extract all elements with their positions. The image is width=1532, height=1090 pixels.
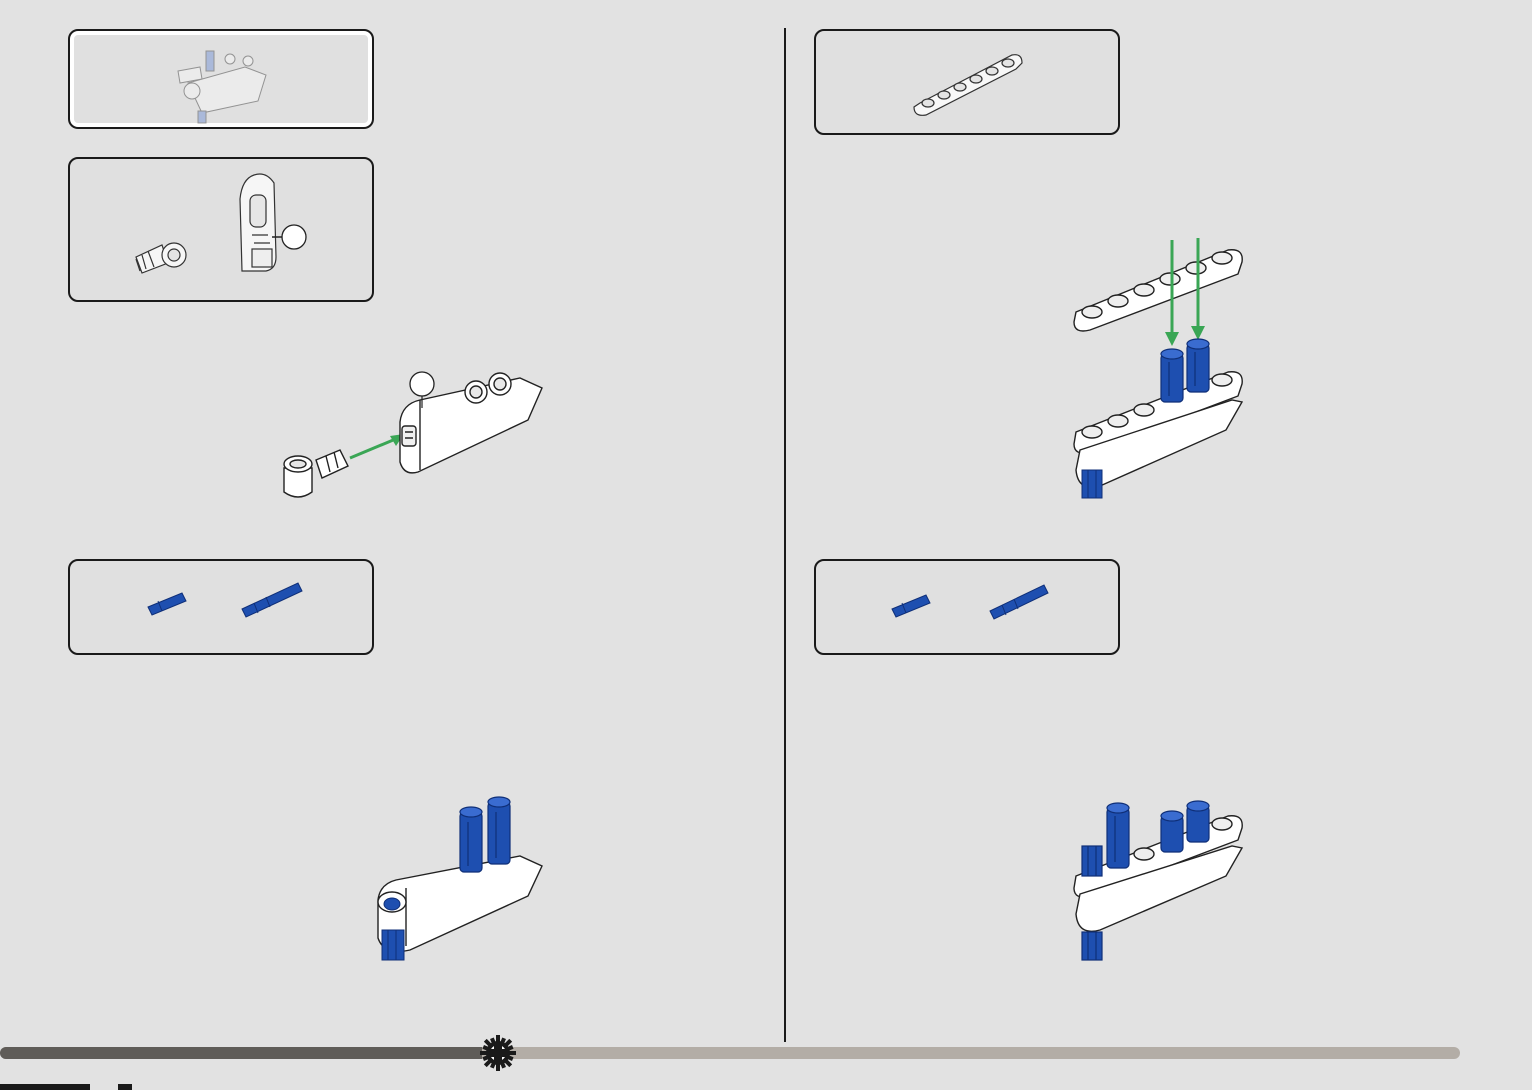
build-progress-bar [0, 1047, 1460, 1059]
blue-pin-c [1107, 803, 1129, 868]
footer-mark-2 [118, 1084, 132, 1090]
footer-mark-1 [0, 1084, 90, 1090]
blue-axle-bottom [1082, 932, 1102, 960]
build-progress-fill [0, 1047, 482, 1059]
blue-pin-e [1187, 801, 1209, 842]
gear-icon [479, 1034, 517, 1072]
blue-pin-d [1161, 811, 1183, 852]
step4-assembly-illustration [0, 0, 1532, 1000]
blue-axle-top [1082, 846, 1102, 876]
